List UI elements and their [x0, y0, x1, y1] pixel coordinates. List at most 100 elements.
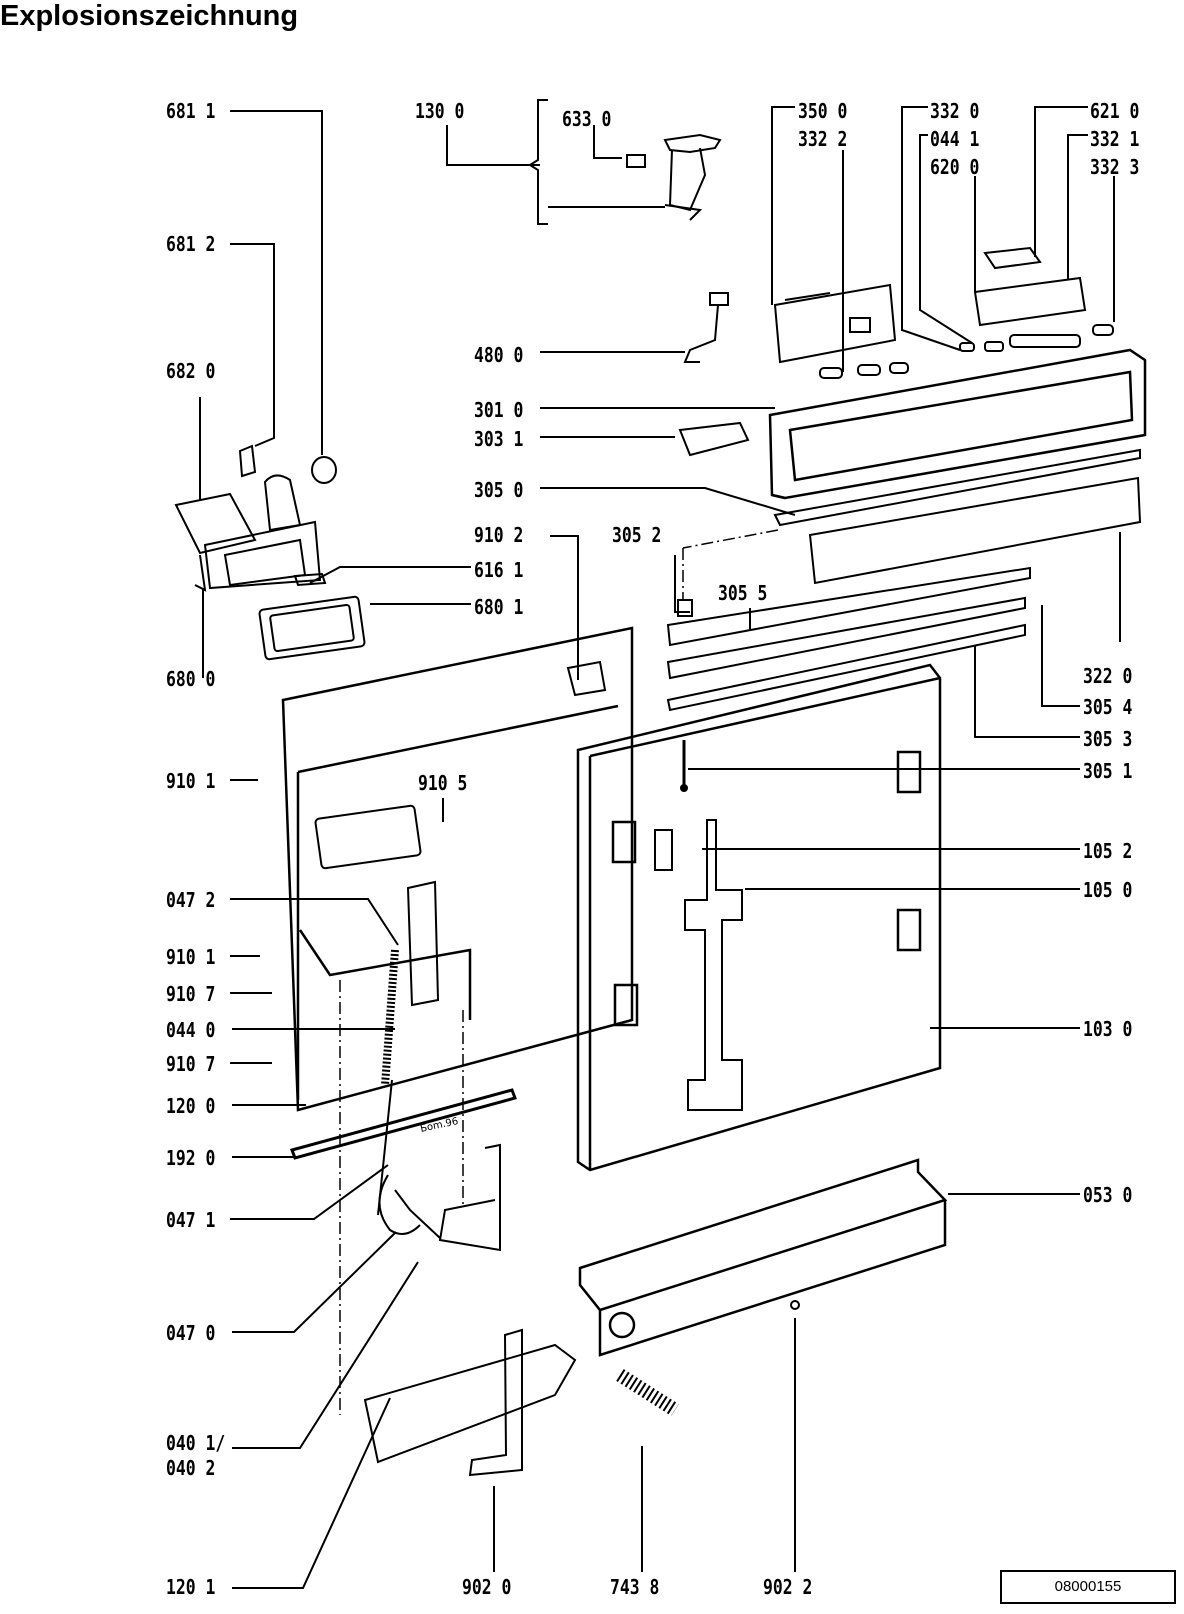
label-682-0: 682 0 [166, 359, 216, 383]
label-350-0: 350 0 [798, 99, 848, 123]
hinge-bracket-part [438, 1143, 501, 1252]
leader-910-2 [550, 535, 579, 680]
spring-part [381, 949, 399, 1086]
label-047-2: 047 2 [166, 888, 216, 912]
door-lock-part [663, 133, 722, 221]
lower-rail-part [363, 1343, 577, 1464]
inner-door-frame-part [281, 626, 634, 1112]
leader-332-0 [901, 106, 961, 351]
front-panel-strip-part [808, 476, 1142, 585]
label-103-0: 103 0 [1083, 1017, 1133, 1041]
wiring-harness-part [683, 292, 729, 363]
label-105-2: 105 2 [1083, 839, 1133, 863]
leader-lines [199, 99, 1121, 1589]
label-192-0: 192 0 [166, 1146, 216, 1170]
vertical-rail-part [406, 880, 440, 1007]
profile-strip-305-5 [666, 566, 1031, 647]
label-305-2: 305 2 [612, 523, 662, 547]
label-120-0: 120 0 [166, 1094, 216, 1118]
label-044-1: 044 1 [930, 127, 980, 151]
top-rail-part [773, 448, 1141, 527]
label-130-0: 130 0 [415, 99, 465, 123]
leader-047-2 [230, 898, 399, 946]
leader-350-0 [771, 106, 795, 305]
leader-305-4 [1041, 605, 1080, 707]
profile-strip-305-3 [666, 623, 1026, 712]
label-305-3: 305 3 [1083, 727, 1133, 751]
label-910-7-upper: 910 7 [166, 982, 216, 1006]
label-301-0: 301 0 [474, 398, 524, 422]
label-910-1-lower: 910 1 [166, 945, 216, 969]
door-hinge-plate-part [684, 819, 743, 1111]
label-620-0: 620 0 [930, 155, 980, 179]
label-120-1: 120 1 [166, 1575, 216, 1599]
label-681-2: 681 2 [166, 232, 216, 256]
document-number-box: 08000155 [1000, 1570, 1176, 1604]
label-105-0: 105 0 [1083, 878, 1133, 902]
label-902-0: 902 0 [462, 1575, 512, 1599]
leader-681-1 [230, 110, 323, 455]
leader-633-0 [593, 125, 622, 159]
label-303-1: 303 1 [474, 427, 524, 451]
label-044-0: 044 0 [166, 1018, 216, 1042]
leader-305-3 [974, 645, 1080, 738]
alignment-lines [339, 529, 779, 1415]
label-305-5: 305 5 [718, 581, 768, 605]
label-305-1: 305 1 [1083, 759, 1133, 783]
label-621-0: 621 0 [1090, 99, 1140, 123]
hinge-catch-part [654, 829, 673, 871]
leader-047-0 [232, 1231, 397, 1333]
small-clip-part [677, 599, 693, 617]
label-305-4: 305 4 [1083, 695, 1133, 719]
leader-616-1 [309, 566, 471, 584]
seal-strip-part [290, 1088, 517, 1160]
label-332-2: 332 2 [798, 127, 848, 151]
label-053-0: 053 0 [1083, 1183, 1133, 1207]
clip-part [238, 444, 257, 478]
label-910-5: 910 5 [418, 771, 468, 795]
page-title: Explosionszeichnung [0, 0, 299, 32]
push-buttons-part [819, 362, 909, 379]
connector-board-part [983, 246, 1042, 270]
label-040-1: 040 1/ [166, 1431, 226, 1455]
label-480-0: 480 0 [474, 343, 524, 367]
inner-gasket-part [314, 804, 422, 870]
kick-plate-part [578, 1158, 948, 1357]
small-latch-part [293, 572, 327, 587]
label-332-3: 332 3 [1090, 155, 1140, 179]
label-047-1: 047 1 [166, 1208, 216, 1232]
label-680-1: 680 1 [474, 595, 524, 619]
control-panel-fascia-part [768, 348, 1147, 500]
outer-door-panel-part [576, 663, 942, 1172]
hinge-arm-part [377, 1079, 441, 1239]
leader-305-0 [540, 487, 796, 516]
label-332-1: 332 1 [1090, 127, 1140, 151]
screw-902-2-part [790, 1300, 800, 1310]
bracket-130-0 [528, 99, 548, 225]
label-305-0: 305 0 [474, 478, 524, 502]
microswitch-part [626, 154, 646, 168]
label-322-0: 322 0 [1083, 664, 1133, 688]
leader-040-1 [232, 1261, 419, 1449]
leader-621-0 [1034, 106, 1088, 257]
label-902-2: 902 2 [763, 1575, 813, 1599]
label-743-8: 743 8 [610, 1575, 660, 1599]
label-910-1-upper: 910 1 [166, 769, 216, 793]
label-047-0: 047 0 [166, 1321, 216, 1345]
button-strip-part [959, 324, 1114, 352]
handle-cover-part [678, 421, 750, 457]
label-910-7-lower: 910 7 [166, 1052, 216, 1076]
leader-332-1 [1067, 134, 1088, 280]
gasket-part [258, 595, 366, 661]
leader-120-1 [232, 1397, 391, 1589]
round-plug-part [311, 456, 337, 484]
leader-681-2 [230, 243, 275, 447]
detergent-dispenser-part [174, 474, 322, 592]
leader-305-2 [674, 555, 690, 613]
label-681-1: 681 1 [166, 99, 216, 123]
label-910-2: 910 2 [474, 523, 524, 547]
label-680-0: 680 0 [166, 667, 216, 691]
control-board-part [773, 283, 897, 364]
hinge-plate-part [566, 660, 607, 697]
